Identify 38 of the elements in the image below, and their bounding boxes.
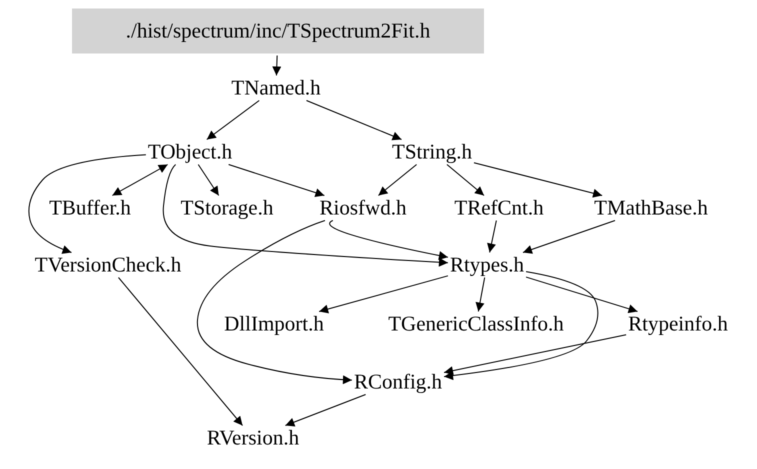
file-label: TRefCnt.h — [454, 198, 544, 218]
arrow — [444, 334, 627, 376]
arrow — [196, 220, 352, 384]
arrow — [28, 154, 146, 254]
arrow — [306, 100, 402, 140]
file-label: RConfig.h — [354, 372, 442, 392]
file-box: ./hist/spectrum/inc/TSpectrum2Fit.h — [72, 8, 484, 54]
file-label: Riosfwd.h — [320, 198, 406, 218]
file-label: TGenericClassInfo.h — [388, 314, 564, 334]
arrow — [272, 55, 282, 76]
arrow — [473, 162, 603, 198]
file-label: TVersionCheck.h — [34, 254, 182, 276]
file-label: Rtypeinfo.h — [628, 314, 728, 334]
arrow — [318, 275, 448, 314]
file-label: Rtypes.h — [450, 254, 524, 276]
file-label: DllImport.h — [224, 314, 324, 334]
arrow — [444, 271, 598, 380]
arrow — [446, 164, 485, 196]
file-label: RVersion.h — [206, 428, 300, 448]
file-label: TStorage.h — [180, 198, 274, 218]
file-label: TBuffer.h — [49, 198, 131, 218]
arrow — [198, 164, 220, 196]
file-label: TMathBase.h — [594, 198, 708, 218]
file-label: TNamed.h — [231, 78, 321, 98]
arrow — [112, 164, 168, 196]
arrow — [522, 220, 616, 254]
arrow — [118, 277, 244, 426]
arrow — [526, 276, 638, 314]
file-label: TString.h — [392, 142, 472, 162]
arrow — [476, 277, 486, 312]
arrow — [162, 164, 448, 267]
arrow — [228, 164, 325, 197]
arrow — [378, 164, 418, 196]
file-label: TObject.h — [148, 142, 232, 162]
arrow — [284, 394, 366, 426]
arrow — [487, 220, 497, 253]
arrow — [206, 100, 260, 140]
arrow — [329, 220, 448, 260]
